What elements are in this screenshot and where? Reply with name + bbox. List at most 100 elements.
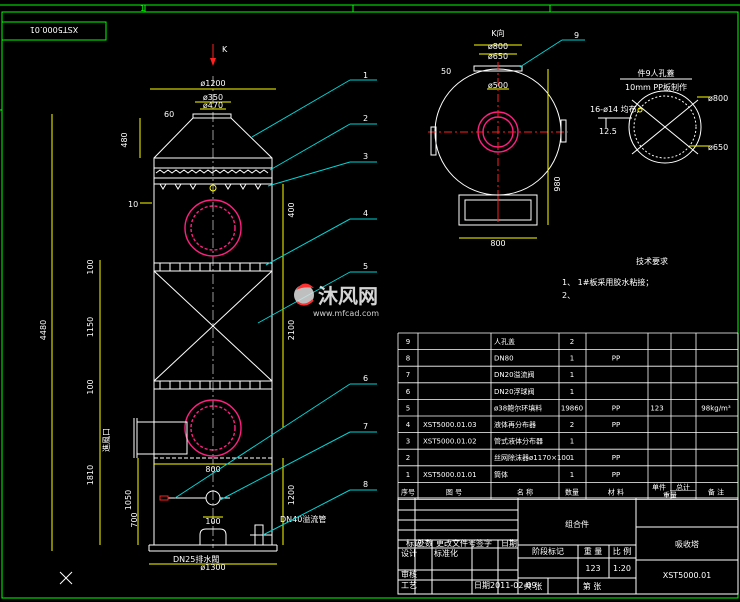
watermark-logo-text: 沐风网 (318, 284, 378, 308)
bom-cell-code: XST5000.01.03 (423, 421, 477, 429)
watermark-url: www.mfcad.com (313, 309, 379, 318)
top-flange: 50 (441, 67, 451, 76)
bom-cell-qty: 1 (570, 471, 574, 479)
bom-cell-name: 液体再分布器 (494, 420, 536, 429)
watermark: 沐风网 www.mfcad.com (294, 283, 379, 318)
front-view-tower: K (39, 44, 326, 572)
bom-table (397, 332, 739, 500)
bom-cell-name: DN80 (494, 355, 514, 363)
sign-label: 签字 (476, 538, 492, 548)
callout-3: 3 (363, 152, 368, 161)
designer-label: 设计 (401, 548, 417, 558)
sheet-no: 第 张 (583, 581, 602, 591)
bom-cell-name: ø38鲍尔环填料 (494, 403, 542, 412)
dim-plate-offset: 10 (128, 200, 138, 209)
bom-cell-no: 7 (406, 371, 410, 379)
bom-cell-qty: 1 (570, 355, 574, 363)
callout-8: 8 (363, 480, 368, 489)
watermark-logo-icon (294, 283, 314, 306)
bom-cell-no: 6 (406, 388, 411, 396)
tech-item-2: 2、 (562, 291, 575, 300)
detail-d-inner: ø650 (708, 143, 728, 152)
callout-5: 5 (363, 262, 368, 271)
dim-bottom-dia: ø1300 (200, 563, 225, 572)
top-view: K向 ø800 ø650 50 ø500 980 800 9 (428, 28, 585, 248)
scale-value: 1:20 (613, 564, 631, 573)
bom-cell-mat: PP (612, 421, 620, 429)
bom-cell-no: 4 (406, 421, 411, 429)
bom-cell-name: 管式液体分布器 (494, 437, 543, 446)
bom-cell-name: 筒体 (494, 470, 508, 479)
weight-label: 重 量 (584, 546, 603, 556)
checker-label: 审核 (401, 569, 417, 579)
bom-header-name: 名 称 (517, 487, 533, 496)
drain-note: DN25排水閥 (173, 554, 219, 564)
bom-cell-name: 人孔盖 (494, 337, 515, 346)
bom-cell-qty: 19860 (561, 404, 583, 412)
top-height: 980 (553, 176, 562, 191)
dim-lower: 1810 (86, 465, 95, 485)
date-col-label: 日期 (501, 539, 517, 548)
callout-6: 6 (363, 374, 368, 383)
bom-cell-no: 2 (406, 454, 410, 462)
top-width: 800 (490, 239, 505, 248)
callout-4: 4 (363, 209, 368, 218)
assembly-label: 组合件 (565, 519, 589, 529)
bom-cell-mat: PP (612, 454, 620, 462)
bom-header-code: 图 号 (446, 488, 462, 496)
dim-flange: 60 (164, 110, 174, 119)
scale-label: 比 例 (613, 546, 632, 556)
bom-header-total: 总计 (676, 482, 690, 491)
drawing-number: XST5000.01 (663, 571, 712, 580)
stage-label: 阶段标记 (532, 546, 564, 556)
bom-header-mat: 材 料 (608, 487, 624, 496)
bom-cell-name: DN20浮球阀 (494, 387, 535, 396)
dim-cone-height: 480 (120, 132, 129, 147)
bom-cell-no: 5 (406, 404, 410, 412)
bom-header-unit: 单件 (652, 482, 666, 491)
bom-header-weight: 重量 (663, 491, 677, 499)
mark-label: 标记 (406, 538, 422, 548)
bom-cell-no: 8 (406, 355, 410, 363)
dim-total: 4480 (39, 320, 48, 340)
border-index: 1 (140, 4, 145, 13)
sheet-total: 共 张 (524, 582, 543, 591)
bom-cell-mat: PP (612, 404, 620, 412)
dim-top-width: ø1200 (200, 79, 225, 88)
top-d1: ø800 (488, 42, 508, 51)
dim-spray-gap: 400 (287, 202, 296, 217)
bom-cell-qty: 1 (570, 388, 574, 396)
top-callout-9: 9 (574, 31, 579, 40)
callout-1: 1 (363, 71, 368, 80)
callout-7: 7 (363, 422, 368, 431)
k-arrow-label: K (222, 45, 228, 54)
detail-subtitle: 10mm PP板制作 (625, 82, 687, 92)
bom-cell-qty: 2 (570, 338, 574, 346)
dim-mid: 1150 (86, 317, 95, 337)
title-block: 组合件 吸收塔 XST5000.01 阶段标记 重 量 比 例 123 1:20… (397, 497, 739, 595)
origin-mark (59, 571, 73, 585)
inlet-note: 進風口 (102, 428, 111, 452)
date-value: 2011-02-09 (490, 581, 537, 590)
detail-thk: 12.5 (599, 127, 617, 136)
dim-mid2: 2100 (287, 320, 296, 340)
bom-header-no: 序号 (401, 487, 415, 496)
count-label: 处数 (417, 538, 433, 548)
bom-header-qty: 数量 (565, 487, 579, 496)
dim-outlet-outer: ø350 (203, 93, 223, 102)
approver-label: 工艺 (401, 581, 417, 590)
rotated-drawing-number: XST5000.01 (30, 25, 79, 34)
bom-cell-qty: 1 (570, 371, 574, 379)
bom-cell-qty: 1 (570, 454, 574, 462)
bom-header-note: 备 注 (708, 487, 724, 496)
dim-layer2: 100 (86, 379, 95, 394)
dim-outlet-inner: ø470 (203, 101, 223, 110)
bom-cell-no: 3 (406, 438, 410, 446)
dim-pipe: 100 (205, 517, 220, 526)
tech-requirements: 技术要求 1、 1#板采用胶水粘接； 2、 (562, 256, 668, 300)
dim-outlet-width: 800 (205, 465, 220, 474)
drawing-border: 1 (0, 4, 740, 599)
bom-cell-no: 9 (406, 338, 410, 346)
